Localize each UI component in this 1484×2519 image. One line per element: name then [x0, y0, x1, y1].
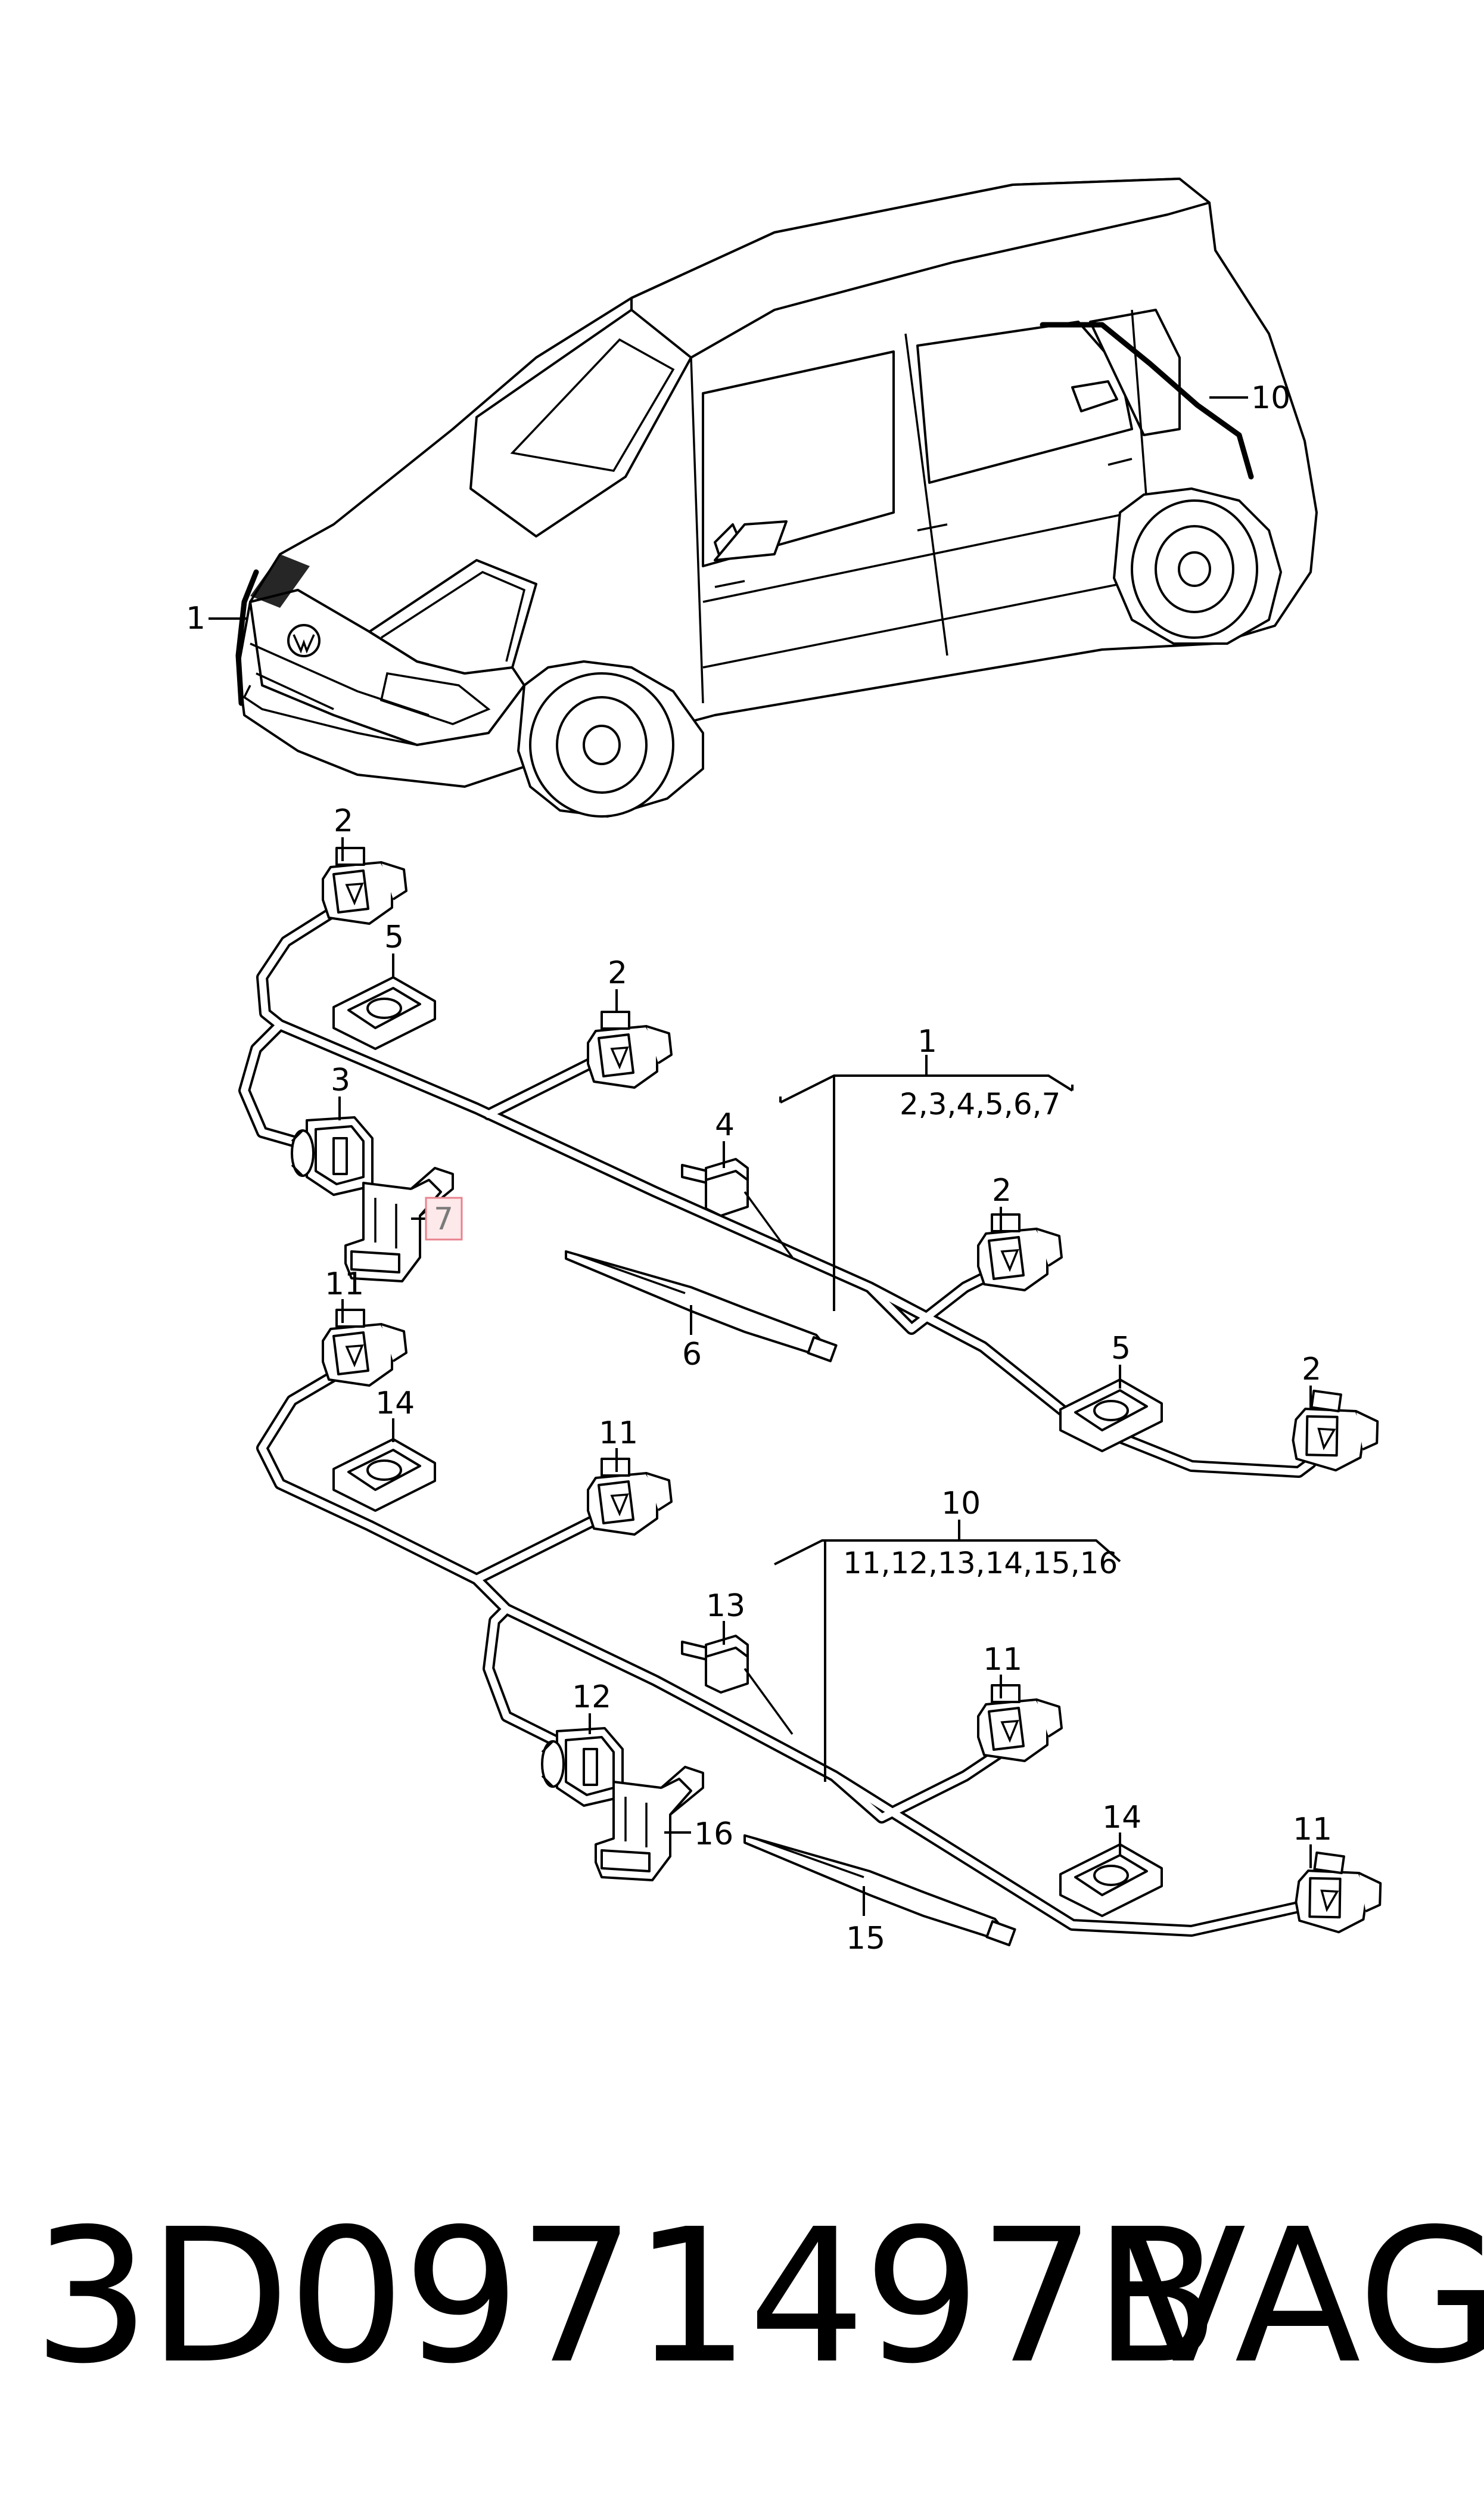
- svg-text:11,12,13,14,15,16: 11,12,13,14,15,16: [843, 1546, 1118, 1580]
- callouts-harness-b: 11 14 11 10 11,12,13,14,15,16 13 12 16 1…: [325, 1266, 1332, 1956]
- svg-text:6: 6: [682, 1337, 702, 1372]
- svg-text:2,3,4,5,6,7: 2,3,4,5,6,7: [900, 1087, 1060, 1122]
- svg-text:4: 4: [715, 1107, 735, 1143]
- svg-text:2: 2: [1302, 1352, 1321, 1387]
- connector-11-mid: [587, 1458, 673, 1536]
- connector-3: [291, 1116, 374, 1196]
- svg-text:3: 3: [331, 1063, 350, 1098]
- svg-text:10: 10: [941, 1486, 981, 1521]
- callout-car-rear: 10: [1209, 380, 1290, 416]
- harness-a: [238, 837, 1385, 1478]
- connector-2-top: [322, 847, 407, 925]
- svg-text:2: 2: [608, 955, 627, 991]
- svg-text:15: 15: [846, 1921, 885, 1956]
- svg-text:11: 11: [983, 1642, 1022, 1678]
- svg-text:13: 13: [706, 1588, 745, 1624]
- vw-logo: [287, 624, 321, 657]
- holder-14-top: [332, 1438, 436, 1512]
- svg-text:5: 5: [384, 920, 404, 955]
- svg-text:14: 14: [375, 1386, 415, 1421]
- callouts-harness-a: 2 5 2 3 4 7 6 1 2,3,4,5,6,7 2 5 2: [331, 803, 1321, 1387]
- callout-7-highlighted: 7: [425, 1197, 463, 1241]
- svg-text:2: 2: [334, 803, 353, 839]
- harness-b: [256, 1299, 1387, 1946]
- car-illustration: [235, 178, 1318, 818]
- svg-text:11: 11: [325, 1266, 364, 1302]
- holder-14-right: [1059, 1843, 1163, 1917]
- svg-text:12: 12: [572, 1679, 611, 1715]
- connector-11-right2: [1291, 1849, 1387, 1939]
- svg-text:16: 16: [694, 1816, 733, 1852]
- svg-text:2: 2: [992, 1173, 1012, 1209]
- connector-11-right1: [977, 1684, 1063, 1762]
- svg-text:10: 10: [1251, 380, 1290, 416]
- svg-text:1: 1: [917, 1024, 937, 1060]
- connector-11-top: [322, 1309, 407, 1387]
- svg-text:11: 11: [599, 1415, 638, 1451]
- holder-5-top: [332, 976, 436, 1050]
- svg-text:14: 14: [1102, 1800, 1141, 1835]
- brand-name: VAG: [1120, 2189, 1484, 2405]
- callout-car-front: 1: [186, 601, 247, 636]
- connector-2-right1: [977, 1213, 1063, 1291]
- svg-text:11: 11: [1293, 1812, 1332, 1847]
- part-number: 3D0971497B: [33, 2189, 1220, 2405]
- svg-text:5: 5: [1111, 1331, 1131, 1366]
- connector-2-mid: [587, 1011, 673, 1089]
- svg-text:7: 7: [434, 1201, 453, 1237]
- holder-5-right: [1059, 1378, 1163, 1452]
- svg-text:1: 1: [186, 601, 206, 636]
